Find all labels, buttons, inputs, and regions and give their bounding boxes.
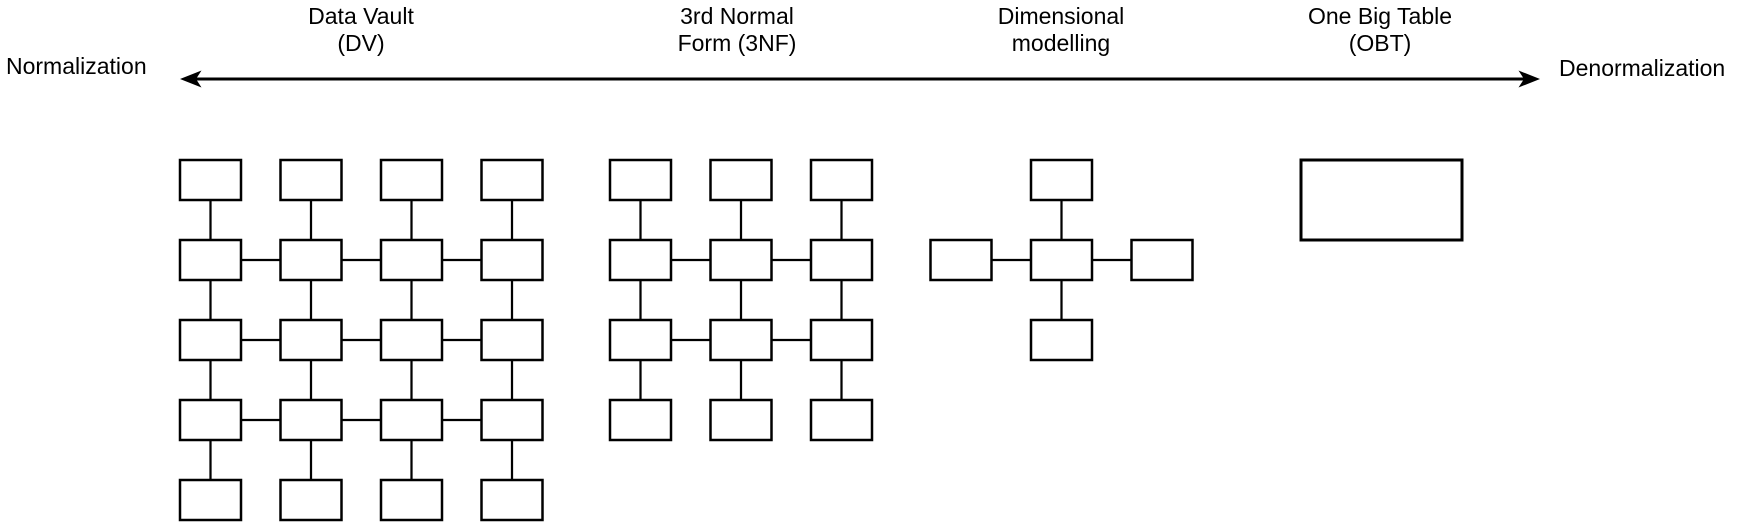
table-box [809, 158, 874, 202]
table-box [480, 238, 544, 282]
table-box [709, 158, 773, 202]
table-box [379, 158, 444, 202]
normalization-end-label: Normalization [6, 53, 147, 79]
approach-label-data-vault: Data Vault (DV) [308, 3, 414, 57]
table-box [709, 398, 773, 442]
table-box [178, 478, 243, 522]
table-box [608, 238, 673, 282]
dimension-table-box [1130, 238, 1194, 282]
approach-name-line: One Big Table [1307, 3, 1453, 29]
approach-name-line: Dimensional [997, 3, 1125, 29]
table-box [608, 158, 673, 202]
table-box [809, 318, 874, 362]
table-box [480, 398, 544, 442]
table-box [279, 318, 343, 362]
table-box [379, 318, 444, 362]
table-box [379, 238, 444, 282]
table-box [608, 318, 673, 362]
table-box [608, 398, 673, 442]
denormalization-end-label: Denormalization [1559, 55, 1726, 81]
fact-table-box [1029, 238, 1094, 282]
table-box [178, 238, 243, 282]
approach-label-3nf: 3rd Normal Form (3NF) [678, 3, 797, 57]
table-box [178, 158, 243, 202]
table-box [279, 238, 343, 282]
table-box [709, 318, 773, 362]
table-box [379, 478, 444, 522]
arrowhead-right-icon [1518, 70, 1540, 88]
table-box [279, 158, 343, 202]
table-box [279, 398, 343, 442]
table-box [480, 158, 544, 202]
approach-abbr-line: (DV) [337, 30, 385, 56]
approach-name-line: 3rd Normal [680, 3, 794, 29]
dimension-table-box [1029, 318, 1094, 362]
table-box [379, 398, 444, 442]
table-box [709, 238, 773, 282]
dimension-table-box [929, 238, 993, 282]
approach-abbr-line: (OBT) [1348, 30, 1412, 56]
table-box [178, 398, 243, 442]
approach-abbr-line: Form (3NF) [677, 30, 797, 56]
arrowhead-left-icon [180, 70, 202, 88]
table-box [480, 318, 544, 362]
table-box [809, 238, 874, 282]
approach-name-line: Data Vault [308, 3, 414, 29]
dimension-table-box [1029, 158, 1094, 202]
approach-abbr-line: modelling [1011, 30, 1111, 56]
one-big-table-box [1299, 158, 1464, 242]
approach-label-obt: One Big Table (OBT) [1308, 3, 1452, 57]
table-box [279, 478, 343, 522]
approach-label-dimensional: Dimensional modelling [998, 3, 1125, 57]
table-box [178, 318, 243, 362]
table-box [809, 398, 874, 442]
table-box [480, 478, 544, 522]
